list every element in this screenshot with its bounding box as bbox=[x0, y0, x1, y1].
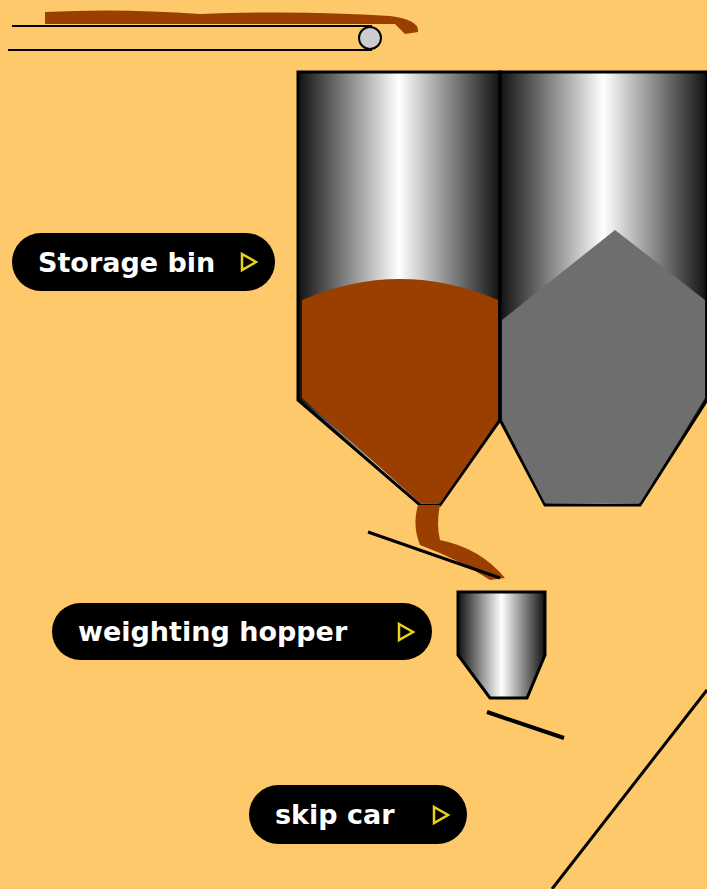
hopper-gate bbox=[487, 712, 564, 738]
label-pill: weighting hopper bbox=[52, 603, 432, 660]
label-text: skip car bbox=[275, 799, 395, 830]
belt-roller bbox=[359, 27, 381, 49]
storage-bin bbox=[298, 72, 500, 505]
chute bbox=[368, 532, 500, 578]
pointer-triangle bbox=[396, 621, 416, 643]
skip-rail bbox=[552, 690, 707, 889]
storage-bin bbox=[500, 72, 707, 505]
label-text: Storage bin bbox=[38, 247, 215, 278]
bin-material bbox=[302, 279, 498, 503]
weighing-hopper bbox=[458, 592, 545, 698]
bin-material bbox=[502, 230, 705, 503]
pointer-triangle bbox=[431, 804, 451, 826]
belt-line bbox=[8, 49, 372, 51]
label-pill: skip car bbox=[249, 785, 467, 844]
pointer-triangle bbox=[239, 251, 259, 273]
label-text: weighting hopper bbox=[78, 616, 347, 647]
label-pill: Storage bin bbox=[12, 233, 275, 291]
belt-line bbox=[12, 25, 372, 27]
material-flow bbox=[415, 505, 505, 580]
